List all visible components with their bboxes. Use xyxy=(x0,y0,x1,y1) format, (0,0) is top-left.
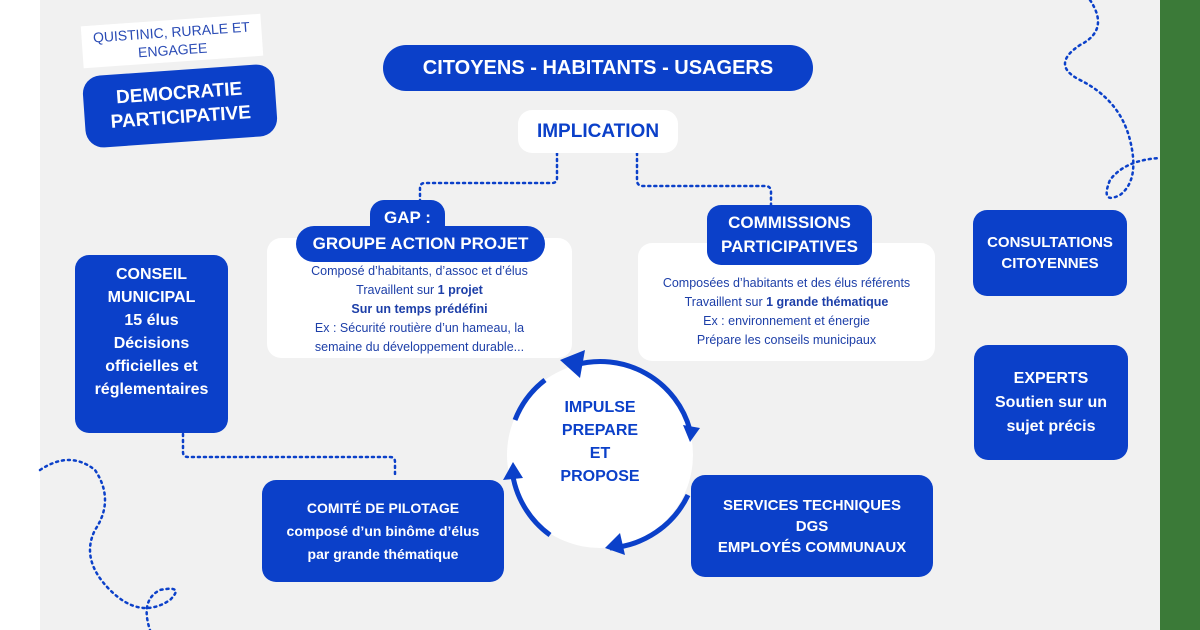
experts-text: EXPERTS xyxy=(1013,369,1089,387)
cycle-label: IMPULSE PREPARE ET PROPOSE xyxy=(540,396,660,488)
gap-header: GROUPE ACTION PROJET xyxy=(296,226,545,262)
commissions-header: COMMISSIONS PARTICIPATIVES xyxy=(707,205,872,265)
commissions-title: COMMISSIONS xyxy=(728,213,851,232)
services-box: SERVICES TECHNIQUES DGS EMPLOYÉS COMMUNA… xyxy=(691,475,933,577)
services-text: SERVICES TECHNIQUES xyxy=(722,496,902,514)
gap-line: Travaillent sur 1 projet xyxy=(267,281,572,300)
cycle-text: PROPOSE xyxy=(560,468,640,485)
commissions-text: Travaillent sur xyxy=(684,295,767,309)
commissions-line: Prépare les conseils municipaux xyxy=(696,333,877,347)
connector-conseil-comite xyxy=(181,432,397,477)
conseil-text: Décisions xyxy=(113,335,190,352)
connector-implication-gap xyxy=(418,151,559,207)
commissions-title: PARTICIPATIVES xyxy=(721,237,858,256)
gap-subtitle: GROUPE ACTION PROJET xyxy=(312,234,529,253)
cycle-text: PREPARE xyxy=(561,422,639,439)
services-text: EMPLOYÉS COMMUNAUX xyxy=(717,538,907,556)
gap-line: semaine du développement durable... xyxy=(314,340,525,354)
decor-squiggle-top-right xyxy=(1063,0,1162,200)
gap-line: Ex : Sécurité routière d’un hameau, la xyxy=(314,321,525,335)
header-title-text: CITOYENS - HABITANTS - USAGERS xyxy=(422,56,774,79)
experts-text: Soutien sur un xyxy=(995,393,1107,411)
conseil-text: réglementaires xyxy=(94,381,209,398)
brand-subtitle-text: QUISTINIC, RURALE ET ENGAGEE xyxy=(92,18,251,61)
conseil-text: MUNICIPAL xyxy=(107,289,196,306)
implication-box: IMPLICATION xyxy=(518,110,678,153)
consultations-text: CONSULTATIONS xyxy=(987,234,1113,251)
comite-text: composé d’un binôme d’élus xyxy=(286,522,480,539)
experts-box: EXPERTS Soutien sur un sujet précis xyxy=(974,345,1128,460)
comite-text: COMITÉ DE PILOTAGE xyxy=(306,499,460,516)
experts-text: sujet précis xyxy=(1006,417,1096,435)
gap-text: Travaillent sur xyxy=(356,283,438,297)
cycle-arrows xyxy=(503,350,700,555)
consultations-text: CITOYENNES xyxy=(1001,255,1099,272)
brand-title: DEMOCRATIE PARTICIPATIVE xyxy=(81,63,279,149)
conseil-text: CONSEIL xyxy=(115,266,188,283)
consultations-box: CONSULTATIONS CITOYENNES xyxy=(973,210,1127,296)
connector-implication-commissions xyxy=(635,151,773,209)
implication-label: IMPLICATION xyxy=(536,121,660,142)
gap-title: GAP : xyxy=(384,208,431,227)
conseil-text: 15 élus xyxy=(124,312,179,329)
header-title: CITOYENS - HABITANTS - USAGERS xyxy=(383,45,813,91)
commissions-line: Composées d’habitants et des élus référe… xyxy=(662,276,911,290)
cycle-text: IMPULSE xyxy=(564,399,636,416)
gap-bold: 1 projet xyxy=(437,283,483,297)
commissions-line: Travaillent sur 1 grande thématique xyxy=(638,293,935,312)
commissions-line: Ex : environnement et énergie xyxy=(703,314,870,328)
conseil-box: CONSEIL MUNICIPAL 15 élus Décisions offi… xyxy=(75,255,228,433)
services-text: DGS xyxy=(795,517,829,535)
comite-text: par grande thématique xyxy=(307,545,459,562)
commissions-bold: 1 grande thématique xyxy=(766,295,889,309)
comite-box: COMITÉ DE PILOTAGE composé d’un binôme d… xyxy=(262,480,504,582)
cycle-text: ET xyxy=(589,445,611,462)
gap-line: Sur un temps prédéfini xyxy=(351,302,488,316)
decor-squiggle-bottom-left xyxy=(38,458,177,630)
frame-border xyxy=(1160,0,1200,630)
conseil-text: officielles et xyxy=(105,358,198,375)
gap-line: Composé d’habitants, d’assoc et d’élus xyxy=(311,264,528,278)
